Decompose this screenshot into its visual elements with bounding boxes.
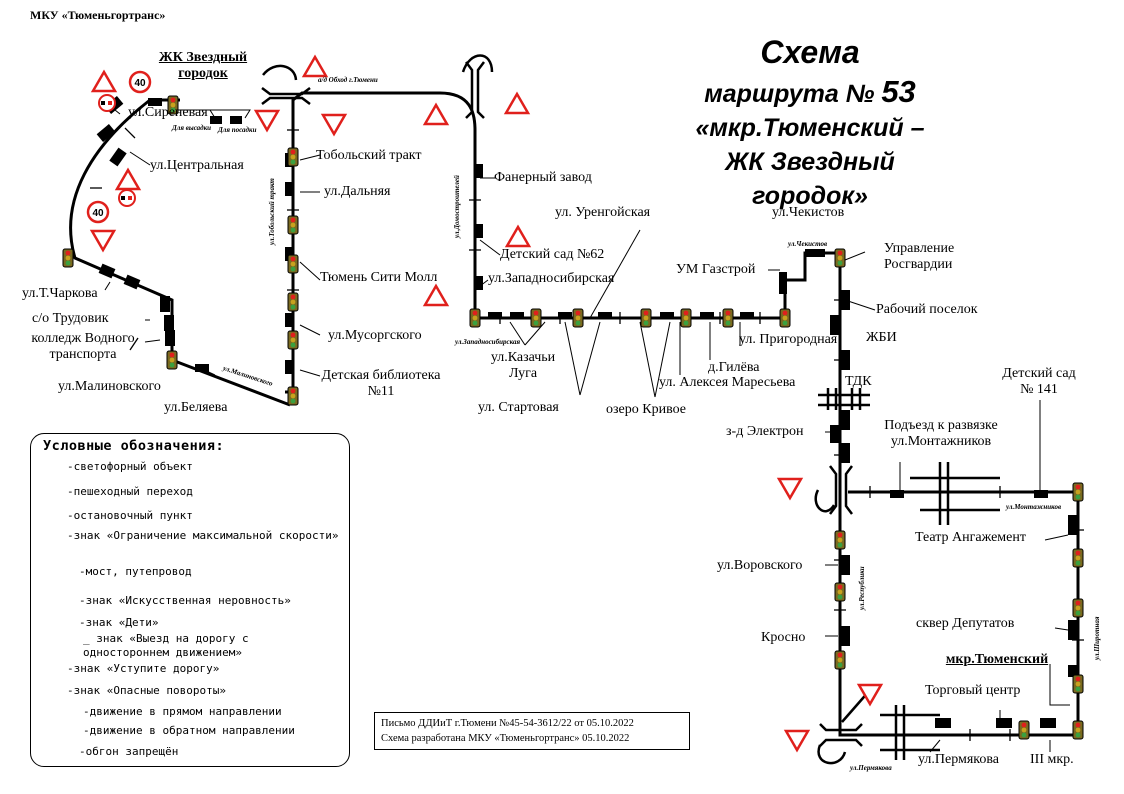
route-name-line3: городок»: [752, 182, 868, 210]
label-for-board: Для посадки: [218, 126, 257, 134]
stop-label: з-д Электрон: [726, 424, 804, 439]
stop-label: сквер Депутатов: [916, 616, 1015, 631]
stop-label: с/о Трудовик: [32, 311, 109, 326]
legend-item: -остановочный пункт: [67, 509, 193, 522]
stop-label: ЖБИ: [866, 330, 897, 345]
stop-label: III мкр.: [1030, 752, 1074, 767]
stop-label: ул. Пригородная: [739, 332, 838, 347]
street-label: а/д Обход г.Тюмени: [318, 76, 378, 84]
stop-label: Торговый центр: [925, 683, 1021, 698]
legend-item: _ знак «Выезд на дорогу с одностороннем …: [83, 632, 249, 659]
legend-title: Условные обозначения:: [43, 438, 225, 454]
stop-label: д.Гилёва: [708, 360, 760, 375]
street-label: ул.Широтная: [1093, 616, 1101, 660]
street-label: ул.Республики: [858, 566, 866, 610]
stop-label: озеро Кривое: [606, 402, 686, 417]
legend-item: -мост, путепровод: [79, 565, 192, 578]
stop-label: Детский сад №62: [500, 247, 605, 262]
stop-label: Тюмень Сити Молл: [320, 270, 438, 285]
stop-label: Кросно: [761, 630, 806, 645]
route-number: 53: [881, 74, 916, 109]
stop-label: Фанерный завод: [494, 170, 592, 185]
stop-label: ТДК: [845, 374, 872, 389]
stop-label: ул. Стартовая: [478, 400, 559, 415]
bridges: [261, 54, 1000, 765]
stop-label: ул.Воровского: [717, 558, 803, 573]
legend-item: -пешеходный переход: [67, 485, 193, 498]
title-route: маршрута № 53: [704, 74, 916, 109]
letter-reference: Письмо ДДИиТ г.Тюмени №45-54-3612/22 от …: [381, 718, 634, 729]
street-label: ул.Чекистов: [788, 240, 828, 248]
stop-label: Рабочий поселок: [876, 302, 978, 317]
footer-note: Письмо ДДИиТ г.Тюмени №45-54-3612/22 от …: [374, 712, 690, 750]
stop-label: ул.Дальняя: [324, 184, 391, 199]
stop-label: ул.Сиреневая: [128, 105, 208, 120]
legend: Условные обозначения: -светофорный объек…: [30, 433, 350, 767]
street-label: ул.Пермякова: [850, 764, 892, 772]
legend-item: -светофорный объект: [67, 460, 193, 473]
organization-name: МКУ «Тюменьгортранс»: [30, 8, 166, 22]
legend-item: -знак «Искусственная неровность»: [79, 594, 291, 607]
developer-note: Схема разработана МКУ «Тюменьгортранс» 0…: [381, 733, 630, 744]
street-label: ул.Монтажников: [1006, 503, 1062, 511]
legend-item: -знак «Дети»: [79, 616, 159, 629]
street-label: ул.Домостроителей: [453, 175, 461, 238]
stop-label: ул.Мусоргского: [328, 328, 422, 343]
stop-label: ул.Чекистов: [772, 205, 845, 220]
stop-label: ул.Беляева: [164, 400, 228, 415]
map-title: Схема маршрута № 53 «мкр.Тюменский – ЖК …: [600, 34, 1020, 213]
stop-label: Театр Ангажемент: [915, 530, 1026, 545]
stop-label: Тобольский тракт: [316, 148, 422, 163]
stop-label: ул.Центральная: [150, 158, 244, 173]
stop-label: ул.Западносибирская: [488, 271, 615, 286]
stop-label: ул.Т.Чаркова: [22, 286, 98, 301]
stop-label: ул. Уренгойская: [555, 205, 651, 220]
stop-label: ул.Малиновского: [58, 379, 161, 394]
label-for-exit: Для высадки: [172, 124, 212, 132]
legend-item: -движение в обратном направлении: [83, 724, 295, 737]
route-name-line2: ЖК Звездный: [725, 148, 895, 176]
stop-label: ул.Пермякова: [918, 752, 1000, 767]
street-label: ул.Тобольский тракт: [268, 178, 276, 245]
bus-stops: [96, 96, 1078, 728]
legend-item: -обгон запрещён: [79, 745, 179, 758]
terminal-mkr-tyumensky: мкр.Тюменский: [945, 652, 1049, 667]
stop-label: УМ Газстрой: [676, 262, 756, 277]
street-label: ул.Западносибирская: [455, 338, 521, 346]
legend-item: -знак «Уступите дорогу»: [67, 662, 220, 675]
legend-item: -движение в прямом направлении: [83, 705, 282, 718]
legend-item: -знак «Ограничение максимальной скорости…: [67, 529, 339, 542]
stop-label: ул. Алексея Маресьева: [659, 375, 796, 390]
title-scheme: Схема: [760, 34, 860, 70]
legend-item: -знак «Опасные повороты»: [67, 684, 226, 697]
route-name-line1: «мкр.Тюменский –: [695, 114, 925, 142]
